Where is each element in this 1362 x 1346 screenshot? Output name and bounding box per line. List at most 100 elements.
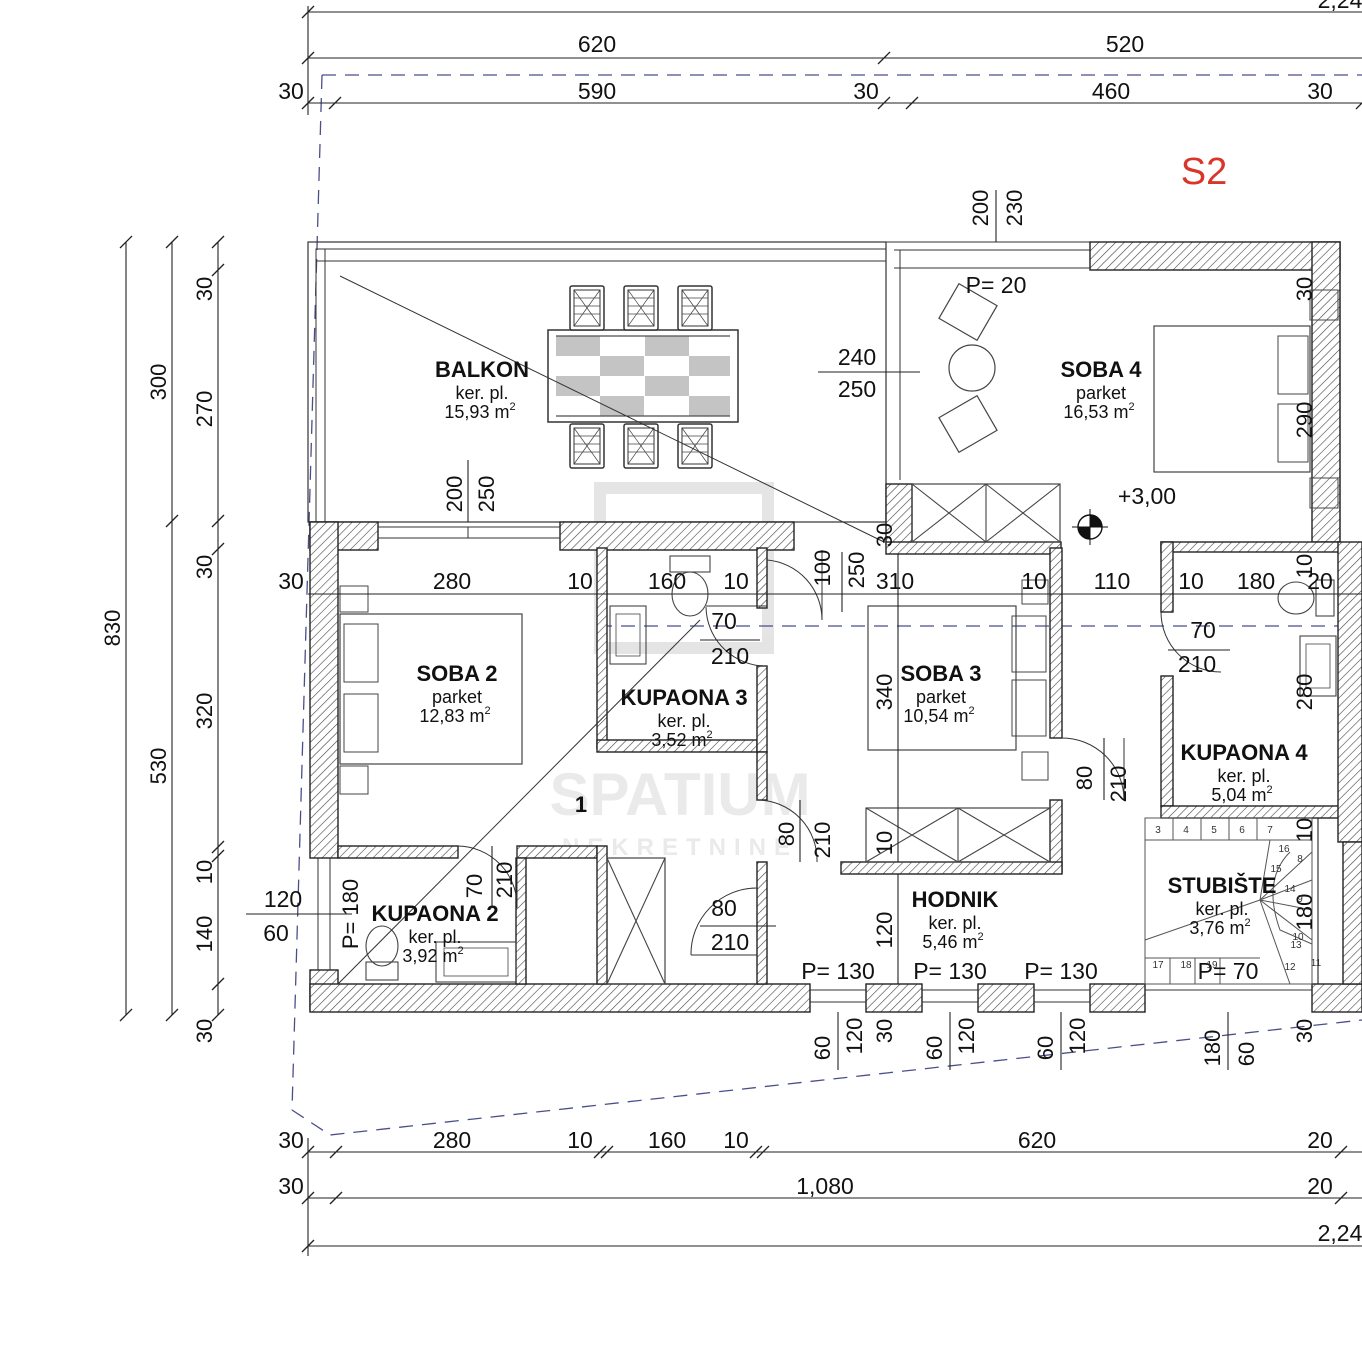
int-dim-310: 310 [876, 568, 914, 594]
stair-number: 3 [1155, 825, 1161, 836]
room-kupaona3: KUPAONA 3 ker. pl. 3,52 m2 [620, 685, 747, 750]
int-dim-180: 180 [1237, 568, 1275, 594]
bw-60c: 60 [1033, 1036, 1058, 1060]
dim-top-620: 620 [578, 31, 616, 57]
dim-left-270: 270 [192, 391, 217, 428]
dim-bot-160: 160 [648, 1127, 686, 1153]
stair-number: 17 [1152, 960, 1164, 971]
bw-30b: 30 [1292, 1019, 1317, 1043]
dim-bot-280: 280 [433, 1127, 471, 1153]
svg-text:12,83 m2: 12,83 m2 [419, 705, 490, 726]
int-dim-20: 20 [1307, 568, 1333, 594]
room-stubiste-floor: ker. pl. [1195, 899, 1248, 919]
room-kupaona4-floor: ker. pl. [1217, 766, 1270, 786]
doors [457, 550, 1222, 956]
stair-number: 15 [1270, 864, 1282, 875]
kup4-door-70: 70 [1190, 617, 1216, 643]
dim-overall-top: 2,24 [1318, 0, 1362, 13]
room-kupaona2-floor: ker. pl. [408, 927, 461, 947]
dim-bot-620: 620 [1018, 1127, 1056, 1153]
dim-top-520: 520 [1106, 31, 1144, 57]
room-kupaona4: KUPAONA 4 ker. pl. 5,04 m2 [1180, 740, 1308, 805]
area-sup: 2 [457, 945, 463, 957]
kup4-door-210: 210 [1178, 651, 1216, 677]
room-soba4-area: 16,53 m [1063, 402, 1128, 422]
area-sup: 2 [509, 401, 515, 413]
stair-number: 9 [1297, 894, 1303, 905]
kup3-door-70: 70 [711, 608, 737, 634]
room-labels: BALKON ker. pl. 15,93 m2 SOBA 4 parket 1… [371, 357, 1308, 966]
dim-bot-20b: 20 [1307, 1173, 1333, 1199]
bw-60d: 60 [1234, 1042, 1259, 1066]
int-dim-280: 280 [433, 568, 471, 594]
stair-number: 12 [1284, 962, 1296, 973]
area-sup: 2 [706, 729, 712, 741]
dim-left-320: 320 [192, 693, 217, 730]
stair-number: 18 [1180, 960, 1192, 971]
kup2-door-210: 210 [492, 862, 517, 899]
int-dim-10d: 10 [1178, 568, 1204, 594]
soba4-height-290: 290 [1292, 402, 1317, 439]
soba3-bottom-10: 10 [872, 831, 897, 855]
room-soba4-floor: parket [1076, 383, 1126, 403]
room-soba2-name: SOBA 2 [416, 661, 497, 686]
dim-bot-overall: 2,24 [1318, 1220, 1362, 1246]
stair-number: 16 [1278, 844, 1290, 855]
svg-text:3,52 m2: 3,52 m2 [651, 729, 712, 750]
watermark-brand: SPATIUM [549, 761, 810, 828]
stair-number: 4 [1183, 825, 1189, 836]
bw-180: 180 [1200, 1030, 1225, 1067]
svg-text:3,76 m2: 3,76 m2 [1189, 917, 1250, 938]
bw-60a: 60 [810, 1036, 835, 1060]
kup4-top-10: 10 [1292, 554, 1317, 578]
kup4-height-280: 280 [1292, 674, 1317, 711]
stair-number: 19 [1206, 960, 1218, 971]
dim-top-30b: 30 [853, 78, 879, 104]
dim-top-30a: 30 [278, 78, 304, 104]
left-dimensions: 830 300 530 30 270 30 320 10 140 30 [100, 235, 225, 1043]
soba4-window-230: 230 [1002, 190, 1027, 227]
furniture [337, 275, 1339, 985]
room-kupaona2-area: 3,92 m [402, 946, 457, 966]
room-soba2-floor: parket [432, 687, 482, 707]
parapet-2: P= 130 [913, 958, 987, 984]
int-dim-30: 30 [278, 568, 304, 594]
svg-text:15,93 m2: 15,93 m2 [444, 401, 515, 422]
walls [307, 241, 1362, 1013]
room-stubiste: STUBIŠTE ker. pl. 3,76 m2 [1168, 873, 1277, 938]
stair-number: 7 [1267, 825, 1273, 836]
svg-text:10,54 m2: 10,54 m2 [903, 705, 974, 726]
svg-text:3,92 m2: 3,92 m2 [402, 945, 463, 966]
dim-left-30a: 30 [192, 277, 217, 301]
hall-door-80: 80 [711, 895, 737, 921]
stair-number: 13 [1290, 940, 1302, 951]
hodnik-width-120: 120 [872, 912, 897, 949]
balkon-door-200: 200 [442, 476, 467, 513]
room-balkon-floor: ker. pl. [455, 383, 508, 403]
dim-bot-10b: 10 [723, 1127, 749, 1153]
kup3-bottom-door-210: 210 [810, 822, 835, 859]
kup3-bottom-door-80: 80 [774, 822, 799, 846]
dim-left-830: 830 [100, 610, 125, 647]
dim-left-30c: 30 [192, 1019, 217, 1043]
room-balkon: BALKON ker. pl. 15,93 m2 [435, 357, 529, 422]
bw-120c: 120 [1065, 1018, 1090, 1055]
dim-left-140: 140 [192, 916, 217, 953]
area-sup: 2 [1266, 784, 1272, 796]
hall-door-210: 210 [711, 929, 749, 955]
soba4-window-200: 200 [968, 190, 993, 227]
dim-bot-10a: 10 [567, 1127, 593, 1153]
dim-left-10: 10 [192, 860, 217, 884]
area-sup: 2 [977, 931, 983, 943]
room-soba3-area: 10,54 m [903, 706, 968, 726]
soba3-door-210: 210 [1106, 766, 1131, 803]
int-dim-110: 110 [1094, 568, 1131, 594]
soba4-side-240: 240 [838, 344, 876, 370]
kup2-door-70: 70 [462, 874, 487, 898]
area-sup: 2 [1244, 917, 1250, 929]
stair-number: 5 [1211, 825, 1217, 836]
room-soba3: SOBA 3 parket 10,54 m2 [900, 661, 981, 726]
svg-text:5,04 m2: 5,04 m2 [1211, 784, 1272, 805]
floor-marker: 1 [575, 792, 587, 817]
